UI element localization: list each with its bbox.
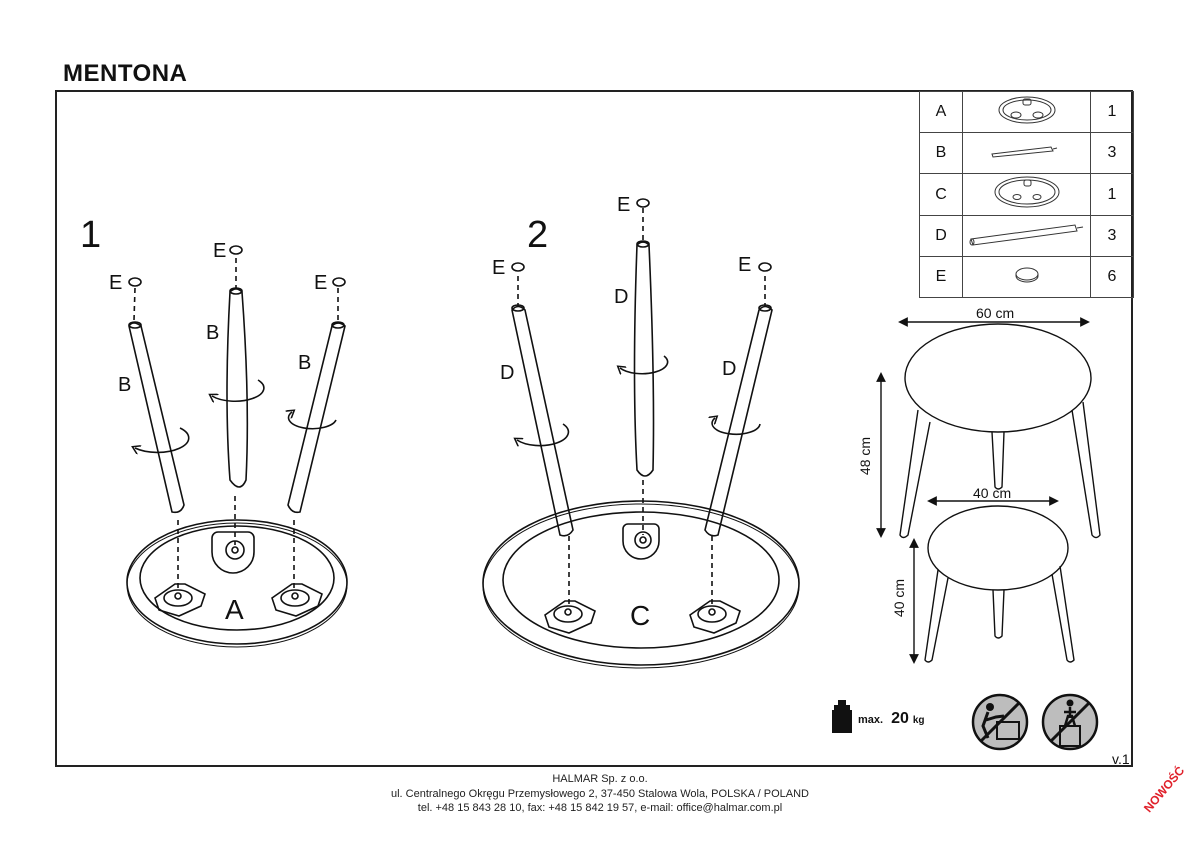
small-width-label: 40 cm	[973, 485, 1012, 501]
small-table-leg	[1051, 565, 1075, 663]
footer-address: ul. Centralnego Okręgu Przemysłowego 2, …	[390, 787, 809, 800]
no-climbing-icon	[971, 693, 1029, 751]
rotate-arrow-icon	[620, 355, 669, 374]
large-width-label: 60 cm	[976, 305, 1015, 321]
short-leg-icon	[962, 132, 1091, 174]
no-standing-icon	[1041, 693, 1099, 751]
part-quantity: 1	[1090, 173, 1134, 216]
small-table-top	[927, 505, 1069, 591]
table-row: C 1	[919, 173, 1134, 216]
large-table-leg	[1071, 401, 1101, 539]
step-2-diagram	[482, 198, 800, 669]
leg-d	[704, 305, 773, 537]
part-label: D	[919, 215, 963, 257]
mount-bracket-icon	[211, 531, 255, 574]
small-tabletop-underside-icon	[962, 173, 1091, 216]
label-a: A	[225, 594, 244, 625]
part-label: C	[919, 173, 963, 216]
step-1-number: 1	[80, 214, 102, 256]
label-d: D	[614, 286, 629, 308]
tabletop-a-inner	[139, 525, 335, 631]
small-table-leg	[924, 569, 949, 663]
part-quantity: 3	[1090, 132, 1134, 174]
dimension-drawing	[876, 317, 1101, 664]
foot-cap-icon	[229, 245, 243, 255]
foot-cap-icon	[511, 262, 525, 272]
rotate-arrow-icon	[135, 427, 190, 452]
table-row: D 3	[919, 215, 1134, 257]
large-table-leg	[899, 409, 931, 539]
label-e: E	[738, 254, 752, 276]
foot-cap-icon	[332, 277, 346, 287]
table-row: A 1	[919, 91, 1134, 133]
foot-cap-icon	[758, 262, 772, 272]
part-quantity: 1	[1090, 91, 1134, 133]
part-quantity: 3	[1090, 215, 1134, 257]
document-title: MENTONA	[63, 60, 188, 87]
version-label: v.1	[1112, 751, 1130, 767]
rotate-arrow-icon	[517, 423, 570, 446]
max-load-unit: kg	[912, 715, 925, 726]
large-height-label: 48 cm	[857, 436, 874, 476]
leg-d	[633, 241, 655, 477]
leg-b	[226, 288, 249, 488]
leg-d	[511, 305, 574, 537]
rotate-arrow-icon	[712, 418, 761, 436]
rotate-arrow-icon	[289, 412, 337, 430]
large-tabletop-underside-icon	[962, 91, 1091, 133]
mount-bracket-icon	[154, 583, 206, 617]
part-label: A	[919, 91, 963, 133]
max-load-value: 20	[891, 710, 909, 727]
tabletop-c-inner	[502, 511, 780, 649]
mount-bracket-icon	[689, 600, 741, 634]
tabletop-c-outer	[482, 500, 800, 666]
max-load-prefix: max.	[858, 714, 884, 726]
footer: HALMAR Sp. z o.o. ul. Centralnego Okręgu…	[0, 772, 1200, 816]
instruction-frame	[55, 90, 1133, 767]
label-d: D	[500, 362, 515, 384]
long-leg-icon	[962, 215, 1091, 257]
foot-cap-icon	[962, 256, 1091, 298]
leg-b	[287, 322, 346, 514]
label-c: C	[630, 600, 651, 631]
table-row: E 6	[919, 256, 1134, 298]
part-label: E	[919, 256, 963, 298]
step-1-diagram	[126, 245, 348, 648]
label-d: D	[722, 358, 737, 380]
large-table-top	[904, 323, 1092, 433]
weight-icon	[832, 700, 852, 733]
label-b: B	[206, 322, 220, 344]
label-b: B	[298, 352, 312, 374]
mount-bracket-icon	[271, 583, 323, 617]
leg-b	[128, 322, 185, 514]
label-e: E	[314, 272, 328, 294]
label-e: E	[492, 257, 506, 279]
footer-company: HALMAR Sp. z o.o.	[552, 773, 648, 785]
parts-list-table: A 1 B 3 C 1 D 3 E 6	[919, 91, 1134, 298]
large-table-leg	[991, 431, 1005, 490]
mount-bracket-icon	[544, 600, 596, 634]
small-table-leg	[992, 589, 1005, 639]
small-height-label: 40 cm	[891, 578, 908, 618]
label-e: E	[109, 272, 123, 294]
label-b: B	[118, 374, 132, 396]
part-quantity: 6	[1090, 256, 1134, 298]
rotate-arrow-icon	[212, 379, 265, 401]
footer-contact: tel. +48 15 843 28 10, fax: +48 15 842 1…	[417, 802, 783, 814]
label-e: E	[617, 194, 631, 216]
step-2-number: 2	[527, 214, 549, 256]
table-row: B 3	[919, 132, 1134, 174]
foot-cap-icon	[128, 277, 142, 287]
label-e: E	[213, 240, 227, 262]
mount-bracket-icon	[622, 523, 660, 560]
part-label: B	[919, 132, 963, 174]
foot-cap-icon	[636, 198, 650, 208]
